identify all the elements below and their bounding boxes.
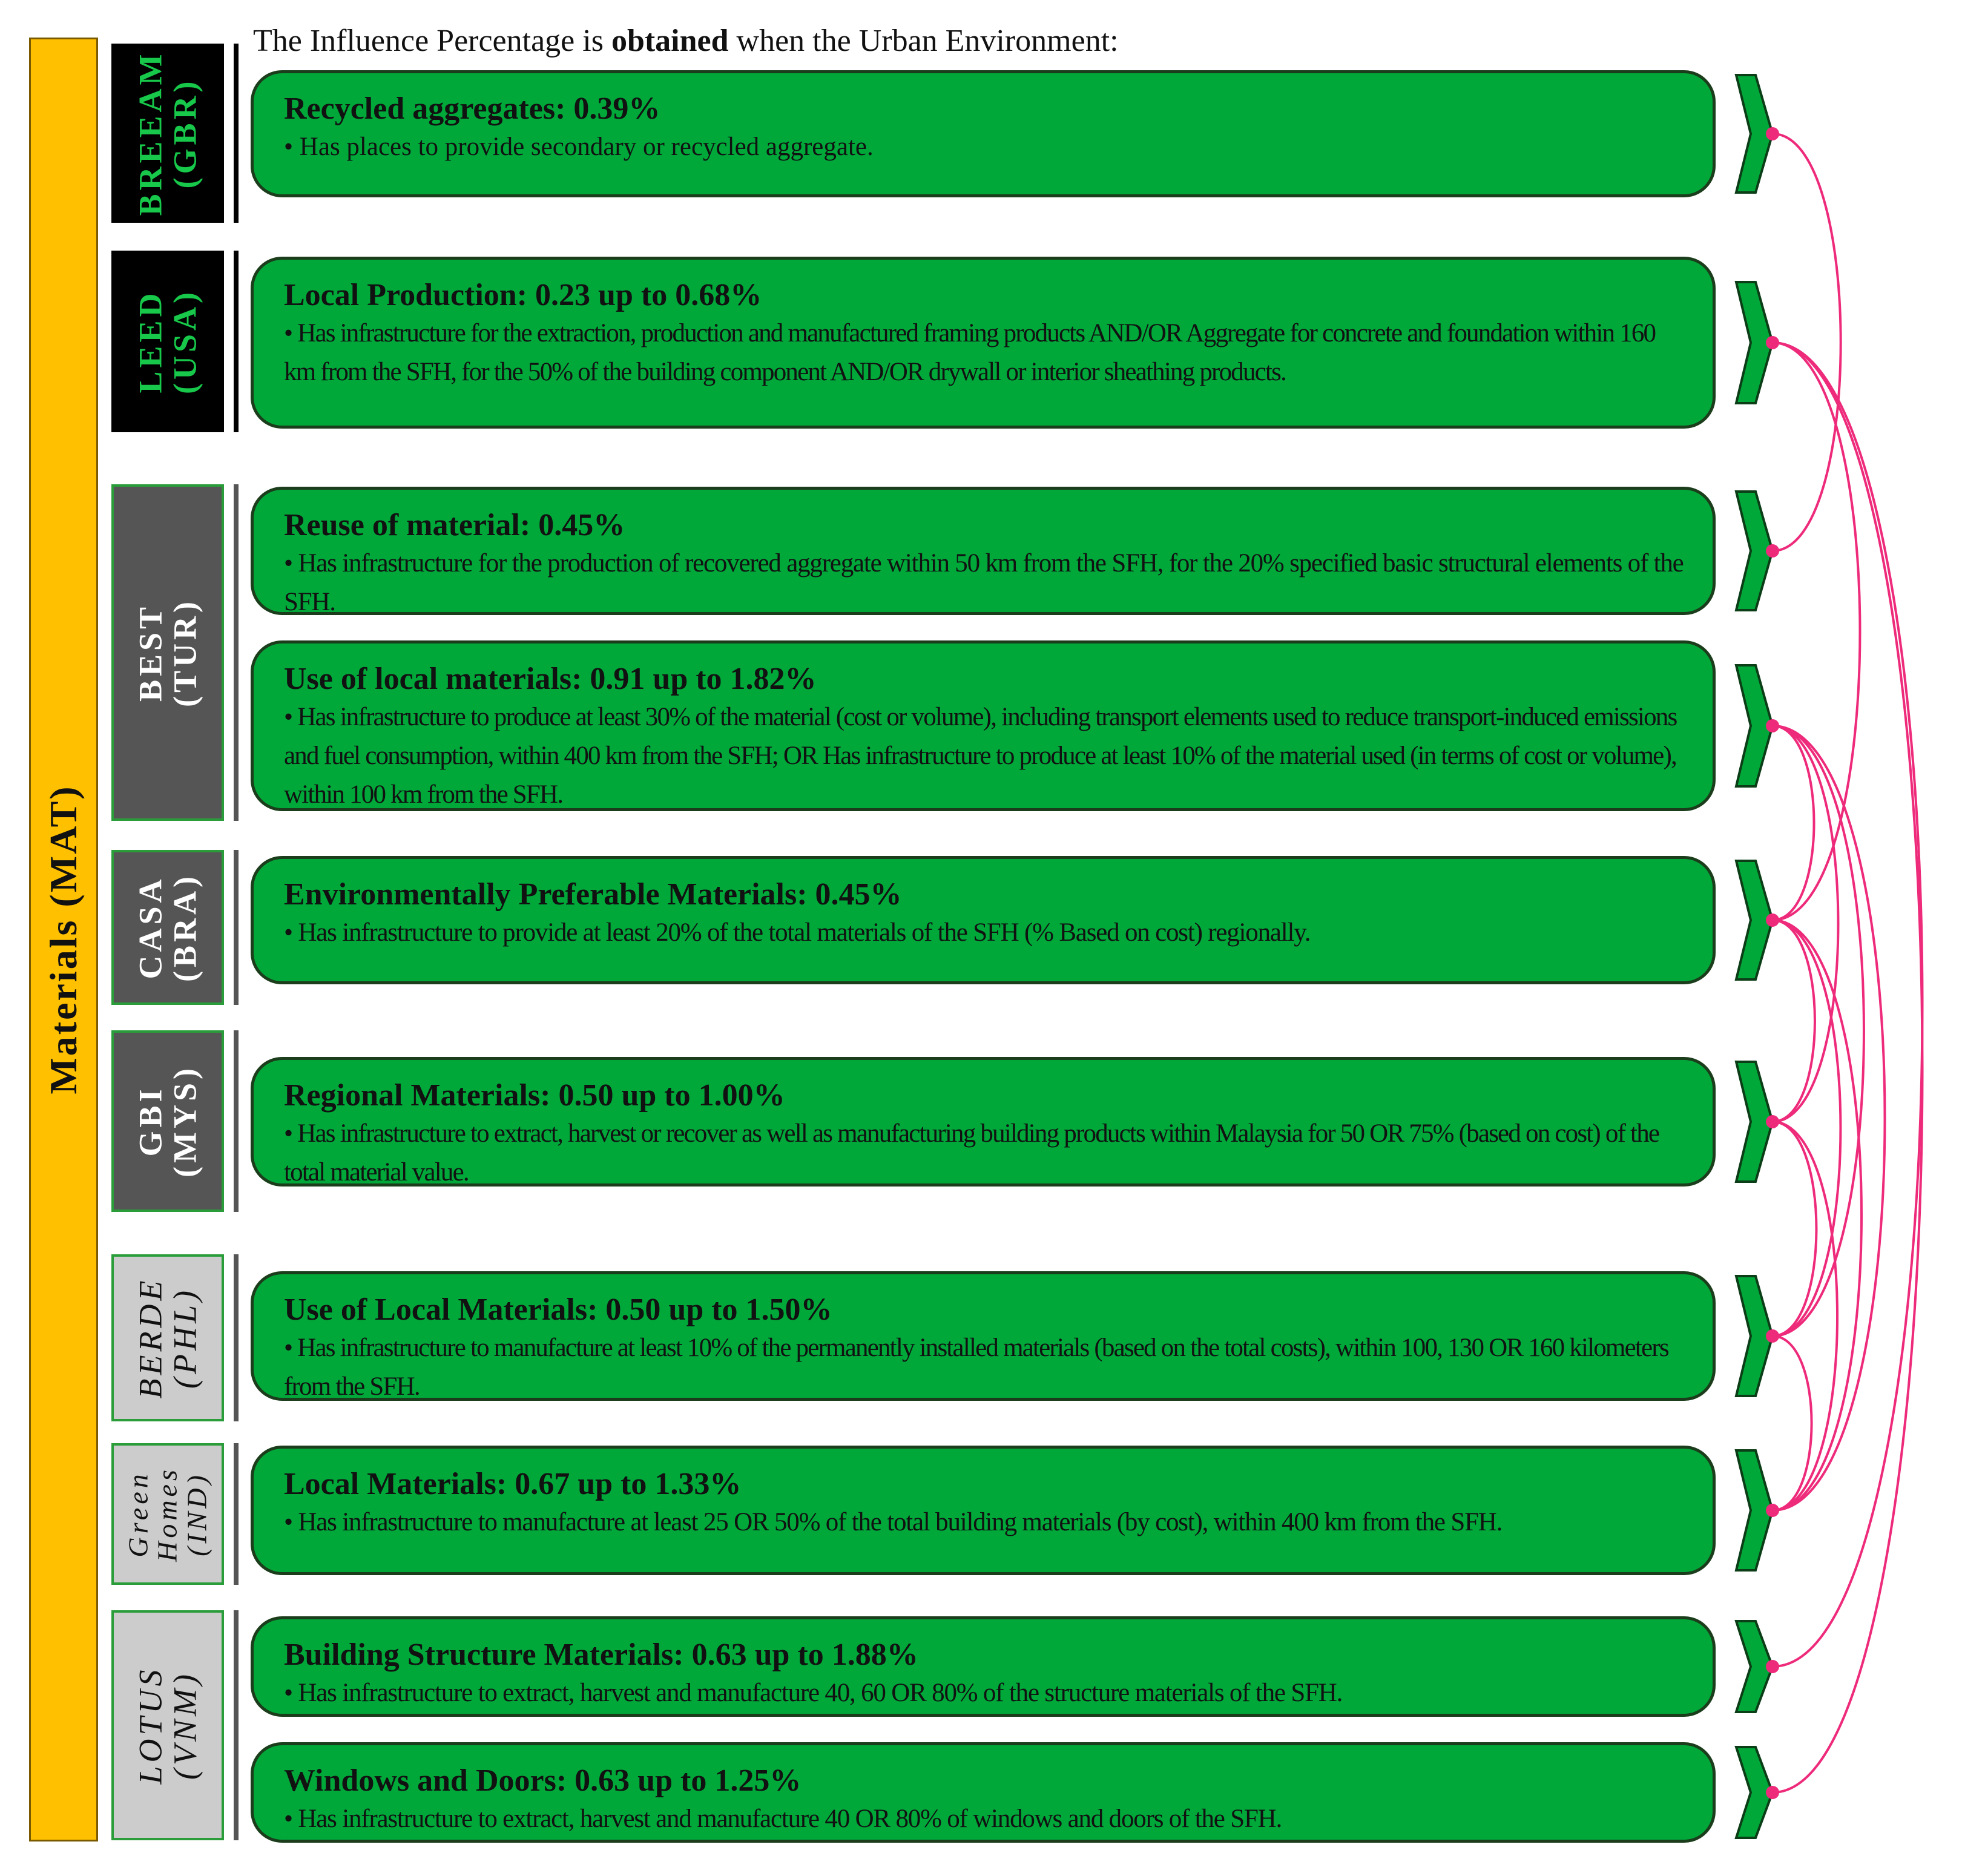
diagram-header: The Influence Percentage is obtained whe…: [253, 23, 1119, 59]
criterion-card: Environmentally Preferable Materials: 0.…: [251, 856, 1716, 984]
link-arc: [1772, 919, 1863, 1512]
system-label: BERDE (PHL): [132, 1277, 203, 1399]
link-node: [1766, 336, 1779, 349]
chevron-arrow: [1734, 1061, 1774, 1183]
chevron-arrow: [1734, 281, 1774, 404]
separator-line: [234, 1030, 239, 1212]
system-label: Green Homes (IND): [122, 1466, 212, 1562]
card-title: Windows and Doors: 0.63 up to 1.25%: [284, 1763, 802, 1798]
separator-line: [234, 850, 239, 1005]
card-description: • Has infrastructure to produce at least…: [284, 703, 1677, 809]
card-title: Reuse of material: 0.45%: [284, 508, 625, 542]
separator-line: [234, 44, 239, 223]
system-label: GBI (MYS): [132, 1065, 203, 1177]
system-label: BREEAM (GBR): [132, 50, 203, 216]
card-title: Building Structure Materials: 0.63 up to…: [284, 1637, 918, 1672]
separator-line: [234, 1610, 239, 1840]
criterion-card: Use of local materials: 0.91 up to 1.82%…: [251, 640, 1716, 811]
link-arc: [1772, 341, 1924, 1668]
chevron-arrow: [1734, 1275, 1774, 1397]
header-suffix: when the Urban Environment:: [728, 24, 1119, 58]
card-title: Recycled aggregates: 0.39%: [284, 91, 660, 126]
system-gbi: GBI (MYS): [111, 1030, 224, 1212]
separator-line: [234, 1443, 239, 1585]
card-description: • Has places to provide secondary or rec…: [284, 133, 874, 161]
link-arc: [1772, 725, 1886, 1512]
card-title: Regional Materials: 0.50 up to 1.00%: [284, 1078, 785, 1113]
chevron-arrow: [1734, 1746, 1774, 1839]
link-arc: [1772, 919, 1816, 1123]
criterion-card: Regional Materials: 0.50 up to 1.00% • H…: [251, 1057, 1716, 1186]
card-title: Use of local materials: 0.91 up to 1.82%: [284, 662, 817, 696]
system-leed: LEED (USA): [111, 251, 224, 432]
header-bold: obtained: [611, 24, 729, 58]
criterion-card: Windows and Doors: 0.63 up to 1.25% • Ha…: [251, 1742, 1716, 1843]
criterion-card: Building Structure Materials: 0.63 up to…: [251, 1616, 1716, 1717]
link-node: [1766, 127, 1779, 140]
category-label: Materials (MAT): [42, 785, 85, 1094]
link-arc: [1772, 1335, 1813, 1512]
link-node: [1766, 1115, 1779, 1128]
header-prefix: The Influence Percentage is: [253, 24, 611, 58]
system-lotus: LOTUS (VNM): [111, 1610, 224, 1840]
system-label: LEED (USA): [132, 289, 203, 394]
link-arc: [1772, 341, 1862, 921]
separator-line: [234, 484, 239, 821]
chevron-arrow: [1734, 1449, 1774, 1572]
system-label: CASA (BRA): [132, 873, 203, 982]
link-arc: [1772, 133, 1842, 552]
criterion-card: Local Materials: 0.67 up to 1.33% • Has …: [251, 1446, 1716, 1575]
card-description: • Has infrastructure to provide at least…: [284, 918, 1311, 947]
chevron-arrow: [1734, 860, 1774, 981]
link-arc: [1772, 725, 1865, 1337]
card-description: • Has infrastructure to extract, harvest…: [284, 1119, 1660, 1186]
link-arc: [1772, 341, 1924, 1794]
link-arc: [1772, 1121, 1818, 1337]
system-berde: BERDE (PHL): [111, 1254, 224, 1421]
card-description: • Has infrastructure to extract, harvest…: [284, 1805, 1282, 1833]
link-node: [1766, 544, 1779, 558]
separator-line: [234, 251, 239, 432]
system-best: BEST (TUR): [111, 484, 224, 821]
system-breeam: BREEAM (GBR): [111, 44, 224, 223]
link-node: [1766, 913, 1779, 927]
link-node: [1766, 1660, 1779, 1673]
card-description: • Has infrastructure for the production …: [284, 549, 1684, 616]
category-bar: Materials (MAT): [29, 38, 98, 1841]
criterion-card: Local Production: 0.23 up to 0.68% • Has…: [251, 257, 1716, 429]
card-title: Local Production: 0.23 up to 0.68%: [284, 278, 762, 312]
criterion-card: Recycled aggregates: 0.39% • Has places …: [251, 70, 1716, 197]
link-arc: [1772, 725, 1815, 921]
system-label: BEST (TUR): [132, 598, 203, 707]
system-label: LOTUS (VNM): [132, 1666, 203, 1785]
criterion-card: Reuse of material: 0.45% • Has infrastru…: [251, 487, 1716, 616]
card-title: Environmentally Preferable Materials: 0.…: [284, 877, 902, 912]
card-description: • Has infrastructure to manufacture at l…: [284, 1508, 1503, 1536]
card-title: Use of Local Materials: 0.50 up to 1.50%: [284, 1292, 832, 1327]
chevron-arrow: [1734, 74, 1774, 194]
card-title: Local Materials: 0.67 up to 1.33%: [284, 1467, 742, 1501]
link-arc: [1772, 725, 1840, 1123]
link-node: [1766, 719, 1779, 732]
card-description: • Has infrastructure for the extraction,…: [284, 319, 1656, 386]
criterion-card: Use of Local Materials: 0.50 up to 1.50%…: [251, 1271, 1716, 1401]
card-description: • Has infrastructure to manufacture at l…: [284, 1334, 1670, 1401]
system-casa: CASA (BRA): [111, 850, 224, 1005]
chevron-arrow: [1734, 1620, 1774, 1713]
chevron-arrow: [1734, 490, 1774, 611]
link-arc: [1772, 1121, 1839, 1512]
separator-line: [234, 1254, 239, 1421]
link-node: [1766, 1329, 1779, 1343]
chevron-arrow: [1734, 664, 1774, 788]
link-arc: [1772, 919, 1842, 1337]
link-node: [1766, 1786, 1779, 1799]
link-node: [1766, 1504, 1779, 1517]
system-green-homes: Green Homes (IND): [111, 1443, 224, 1585]
card-description: • Has infrastructure to extract, harvest…: [284, 1679, 1343, 1707]
